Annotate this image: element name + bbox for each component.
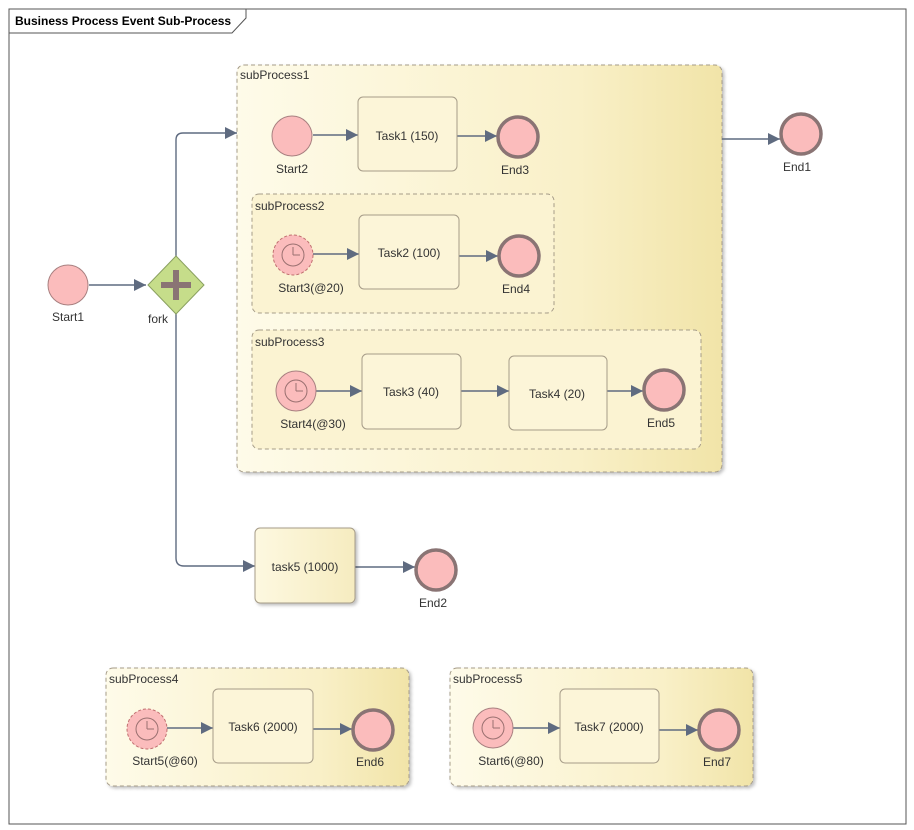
end5-event[interactable]: End5 — [642, 368, 686, 430]
flow-fork-task5 — [175, 313, 255, 572]
clock-icon — [281, 243, 305, 267]
end4-label: End4 — [502, 282, 530, 296]
subprocess-2-label: subProcess2 — [255, 199, 325, 213]
start3-label: Start3(@20) — [278, 281, 344, 295]
subprocess-5-label: subProcess5 — [453, 672, 523, 686]
end7-event[interactable]: End7 — [697, 708, 741, 769]
task2-label: Task2 (100) — [378, 246, 441, 260]
end3-label: End3 — [501, 163, 529, 177]
start4-timer-event[interactable]: Start4(@30) — [275, 370, 346, 431]
start1-label: Start1 — [52, 310, 84, 324]
start3-timer-event[interactable]: Start3(@20) — [272, 234, 344, 295]
start5-label: Start5(@60) — [132, 754, 198, 768]
subprocess-4-label: subProcess4 — [109, 672, 179, 686]
start6-label: Start6(@80) — [478, 754, 544, 768]
task4-label: Task4 (20) — [529, 387, 585, 401]
end1-label: End1 — [783, 160, 811, 174]
task7-label: Task7 (2000) — [574, 720, 643, 734]
start5-timer-event[interactable]: Start5(@60) — [126, 708, 198, 768]
title-tab — [8, 8, 247, 34]
task6-label: Task6 (2000) — [228, 720, 297, 734]
end3-event[interactable]: End3 — [496, 115, 540, 177]
connectors — [89, 127, 780, 736]
start4-label: Start4(@30) — [280, 417, 346, 431]
task1[interactable]: Task1 (150) — [357, 96, 458, 172]
subprocess-3-label: subProcess3 — [255, 335, 325, 349]
task7[interactable]: Task7 (2000) — [559, 688, 660, 764]
end4-event[interactable]: End4 — [497, 234, 541, 296]
task6[interactable]: Task6 (2000) — [212, 688, 314, 764]
clock-icon — [135, 717, 159, 741]
task5[interactable]: task5 (1000) — [254, 527, 356, 604]
end7-label: End7 — [703, 755, 731, 769]
fork-label: fork — [148, 312, 169, 326]
task1-label: Task1 (150) — [376, 129, 439, 143]
start1-event[interactable]: Start1 — [47, 264, 89, 324]
start2-label: Start2 — [276, 162, 308, 176]
subprocess-1-label: subProcess1 — [240, 68, 310, 82]
task3[interactable]: Task3 (40) — [361, 353, 462, 430]
end6-event[interactable]: End6 — [351, 708, 395, 769]
start6-timer-event[interactable]: Start6(@80) — [472, 707, 544, 768]
start2-event[interactable]: Start2 — [271, 115, 313, 176]
clock-icon — [284, 379, 308, 403]
task2[interactable]: Task2 (100) — [358, 214, 460, 290]
end1-event[interactable]: End1 — [779, 112, 823, 174]
end2-event[interactable]: End2 — [414, 548, 458, 610]
diagram-title: Business Process Event Sub-Process — [15, 14, 231, 28]
flow-fork-subprocess1 — [175, 127, 237, 257]
end2-label: End2 — [419, 596, 447, 610]
end6-label: End6 — [356, 755, 384, 769]
end5-label: End5 — [647, 416, 675, 430]
clock-icon — [481, 716, 505, 740]
task4[interactable]: Task4 (20) — [508, 355, 608, 431]
task3-label: Task3 (40) — [383, 385, 439, 399]
plus-icon — [161, 270, 191, 300]
fork-gateway[interactable]: fork — [147, 255, 205, 326]
subprocess-3[interactable]: subProcess3 — [251, 329, 702, 450]
task5-label: task5 (1000) — [272, 560, 339, 574]
